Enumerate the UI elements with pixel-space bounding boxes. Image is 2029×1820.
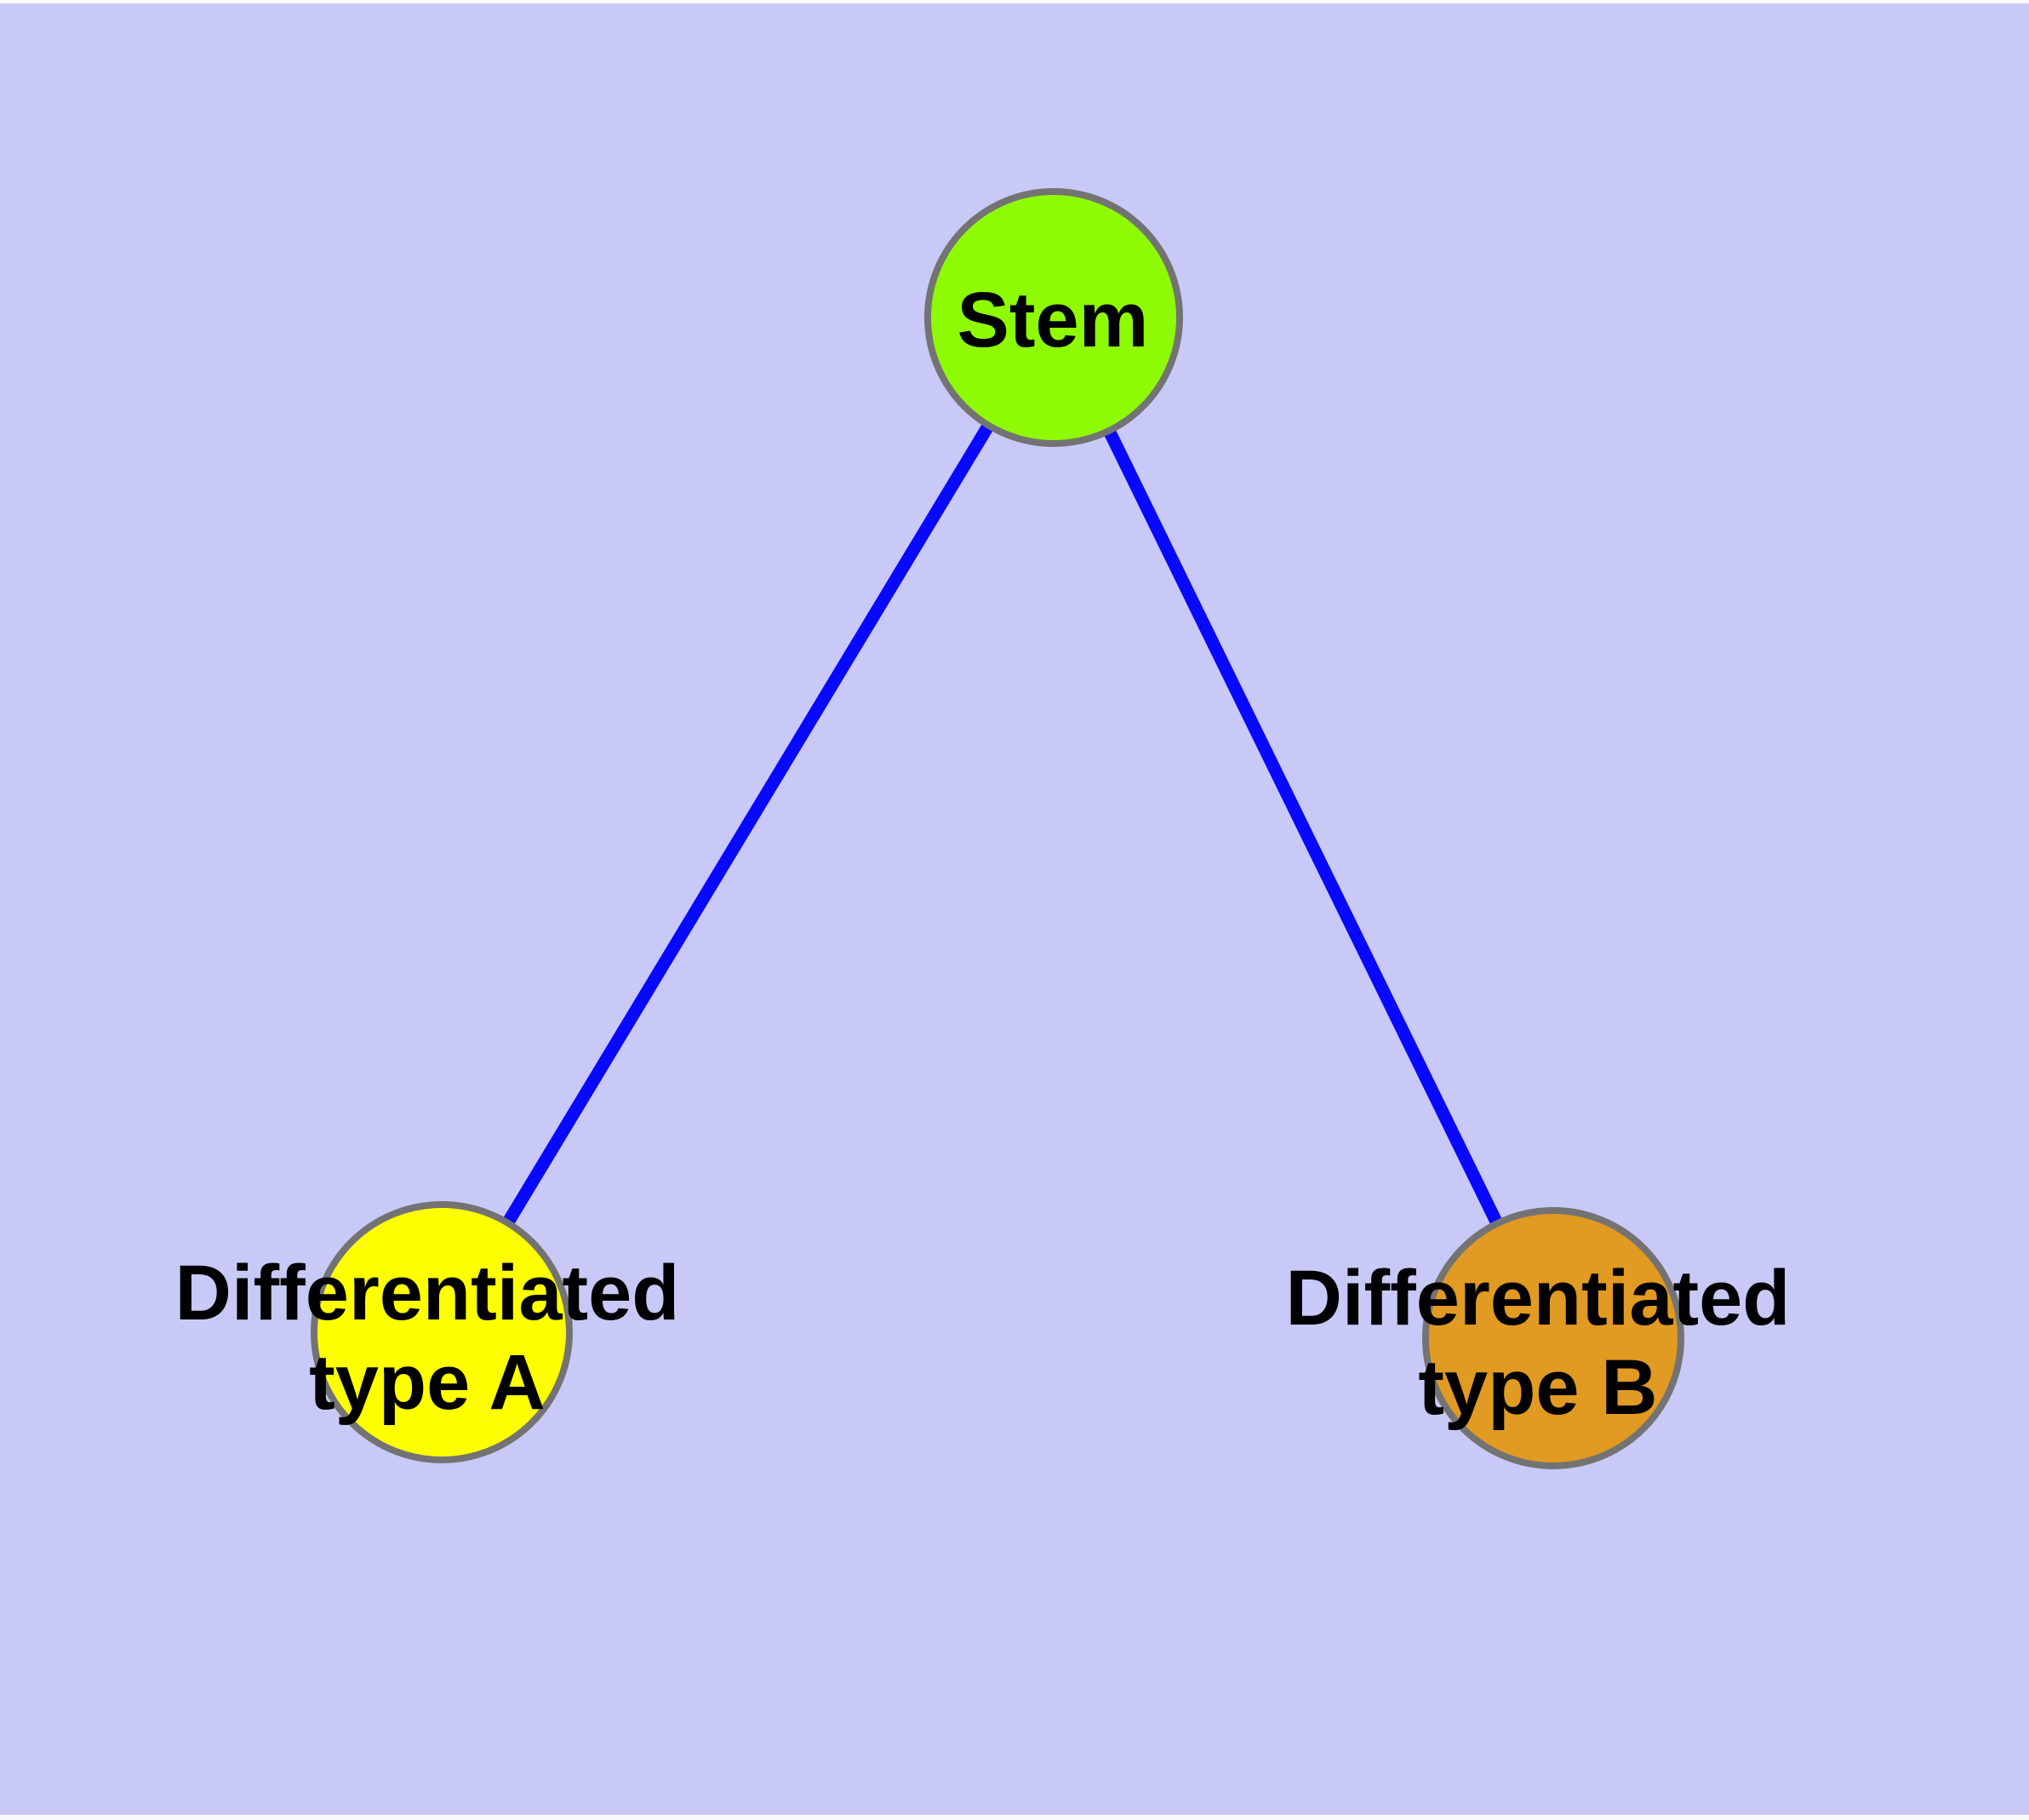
differentiated-type-b-label-line2: type B: [1418, 1344, 1657, 1431]
edge-stem-to-type-b: [1048, 314, 1559, 1342]
edge-stem-to-type-a: [436, 314, 1060, 1336]
differentiated-type-a-node: [311, 1201, 573, 1463]
differentiated-type-b-label-line1: Differentiated: [1286, 1255, 1791, 1342]
differentiated-type-b-node: [1422, 1207, 1684, 1469]
stem-node: [924, 188, 1183, 447]
stem-node-label: Stem: [957, 277, 1149, 363]
differentiated-type-a-label-line2: type A: [309, 1339, 546, 1426]
differentiated-type-a-label-line1: Differentiated: [175, 1250, 680, 1336]
